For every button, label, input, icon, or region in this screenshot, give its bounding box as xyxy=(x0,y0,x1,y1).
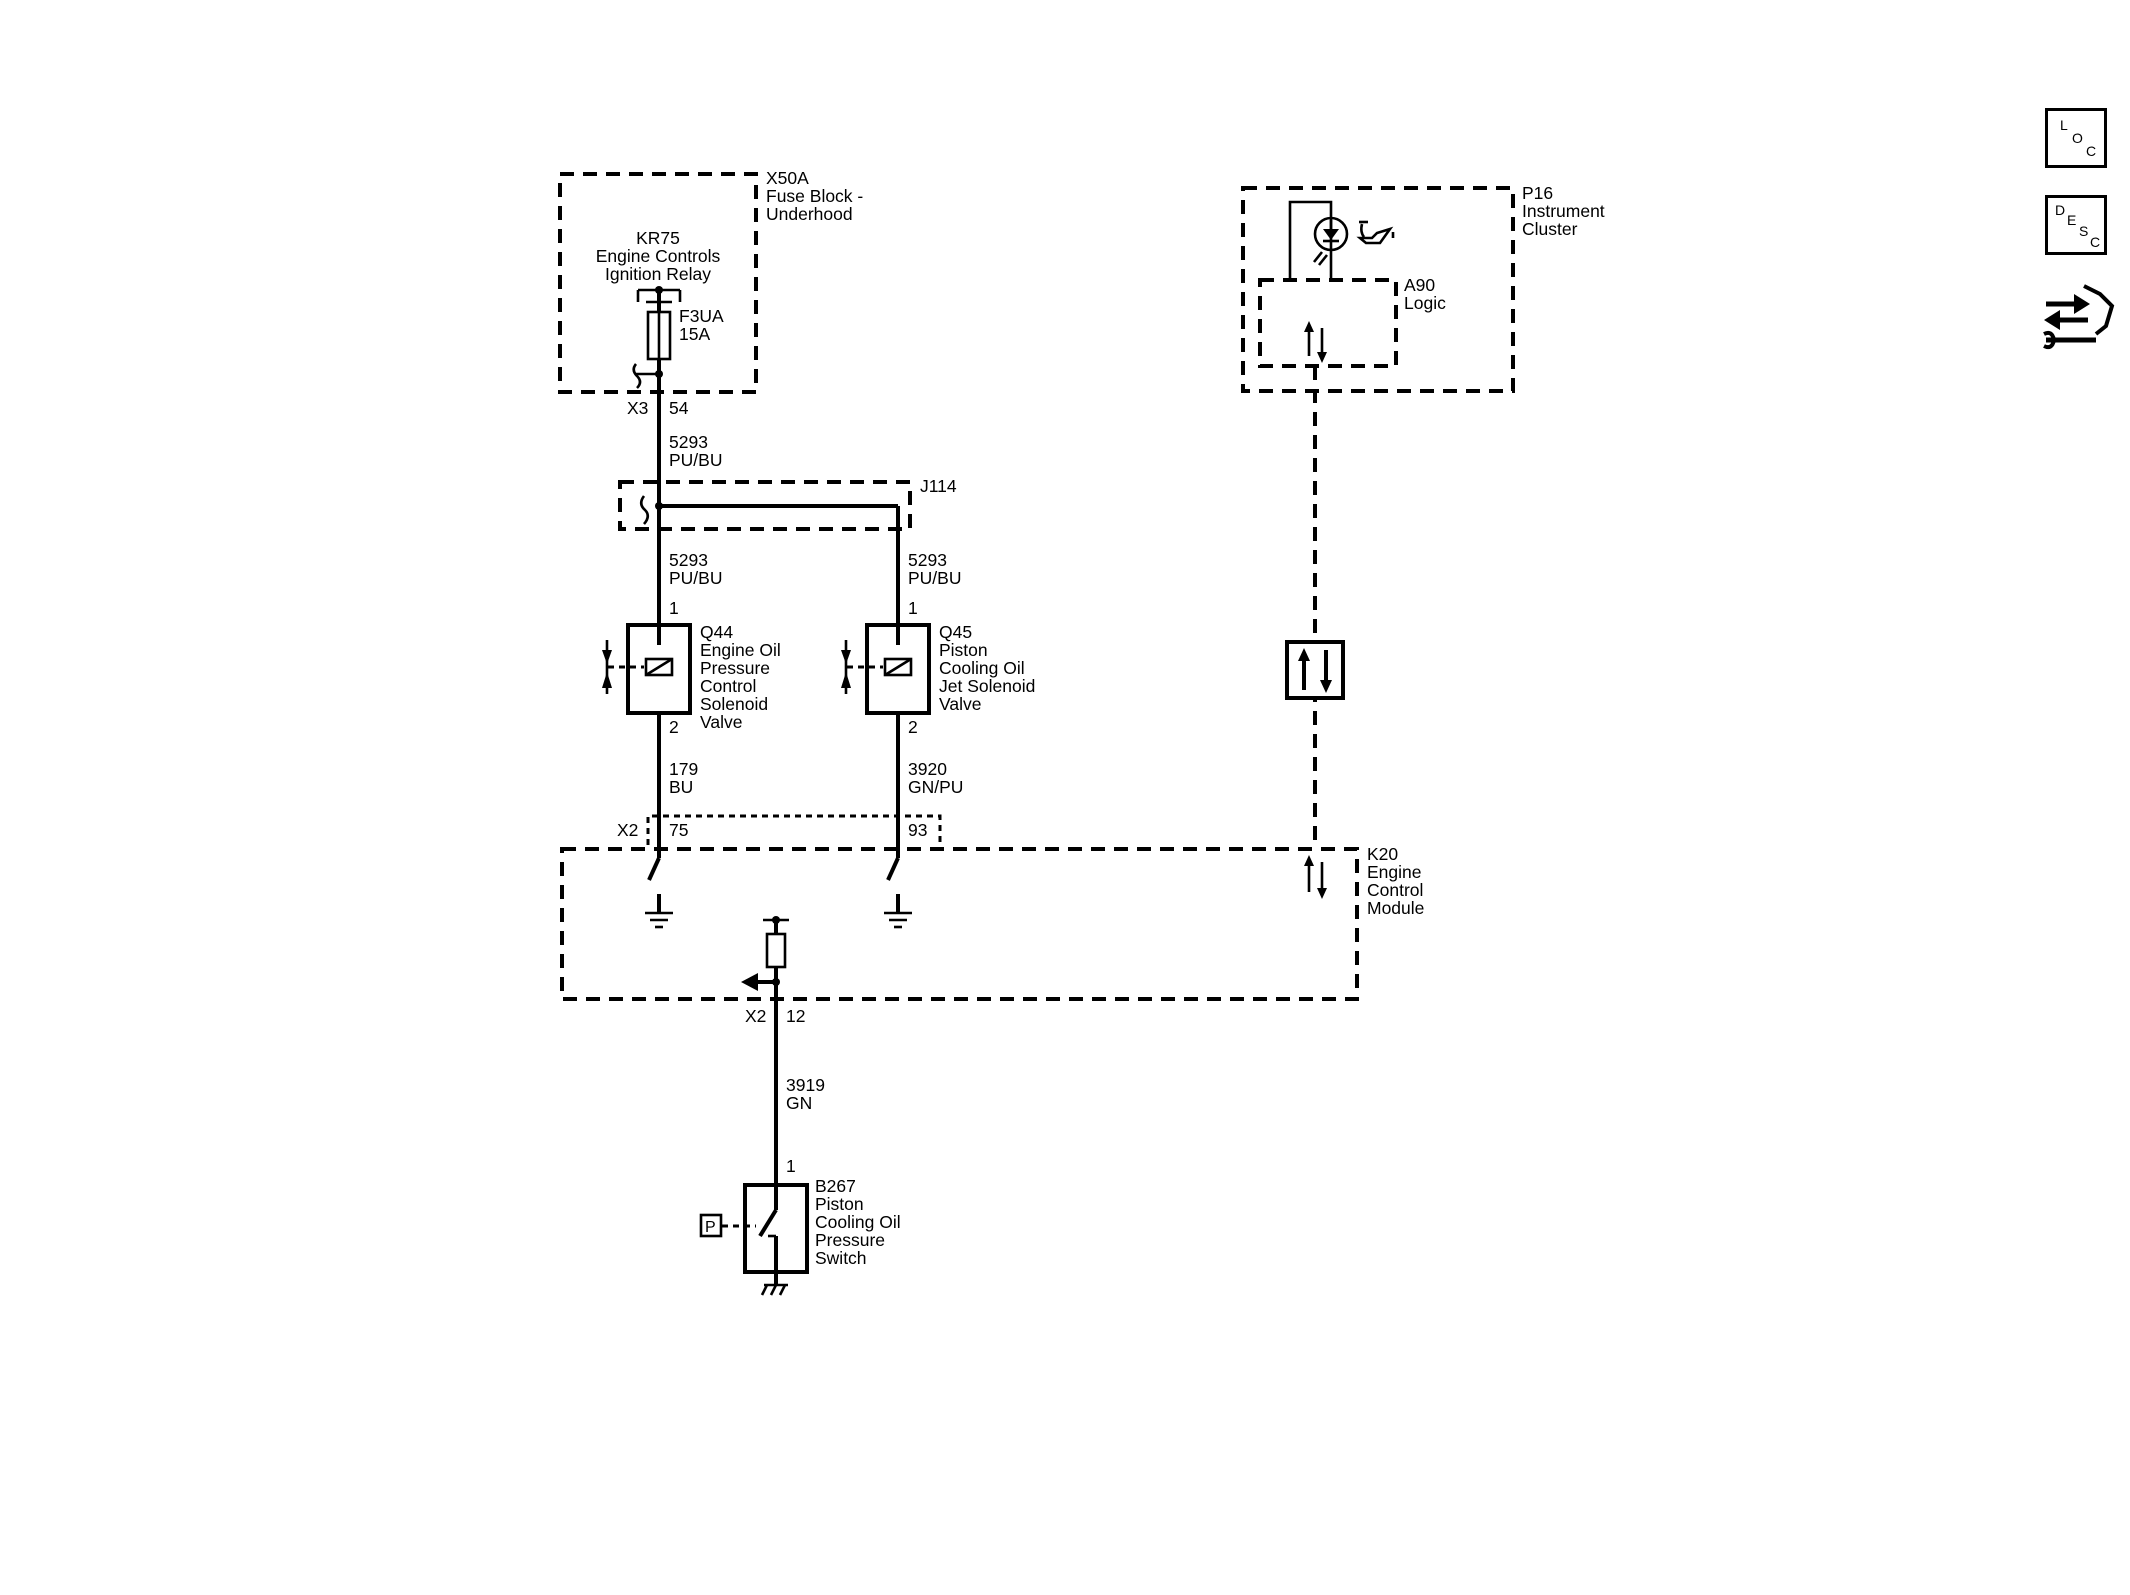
b267-chassis-ground xyxy=(760,1283,788,1296)
x50a-id: X50A xyxy=(766,168,809,188)
x2-bottom-pin-12: 12 xyxy=(786,1006,805,1026)
q44-pin-in: 1 xyxy=(669,598,679,618)
desc-letter-c: C xyxy=(2090,234,2101,250)
q45-low-side-driver-ground xyxy=(884,857,912,929)
j114-id: J114 xyxy=(920,476,957,496)
f3ua-id: F3UA xyxy=(679,306,724,326)
b267-desc-line3: Pressure xyxy=(815,1230,885,1250)
j114-splice-outline xyxy=(618,480,912,531)
q45-desc-line3: Jet Solenoid xyxy=(939,676,1035,696)
q44-id: Q44 xyxy=(700,622,733,642)
desc-letter-d: D xyxy=(2055,202,2066,218)
b267-pressure-sensor-symbol: P xyxy=(705,1219,716,1236)
a90-logic-outline xyxy=(1258,278,1398,368)
b267-pin: 1 xyxy=(786,1156,796,1176)
p16-name-line1: Instrument xyxy=(1522,201,1605,221)
a90-name: Logic xyxy=(1404,293,1446,313)
kr75-name-line1: Engine Controls xyxy=(596,246,721,266)
desc-button[interactable]: D E S C xyxy=(2045,195,2107,255)
loc-letter-c: C xyxy=(2086,143,2097,159)
x3-connector-id: X3 xyxy=(627,398,648,418)
q45-desc-line2: Cooling Oil xyxy=(939,658,1025,678)
q44-low-side-driver-ground xyxy=(645,857,673,929)
q44-desc-line2: Pressure xyxy=(700,658,770,678)
a90-serial-data-arrows xyxy=(1304,321,1327,363)
x50a-name-line2: Underhood xyxy=(766,204,853,224)
loc-button[interactable]: L O C xyxy=(2045,108,2107,168)
x2-top-pin-93: 93 xyxy=(908,820,927,840)
b267-id: B267 xyxy=(815,1176,856,1196)
wire-5293-top-circuit: 5293 xyxy=(669,432,708,452)
k20-name-line2: Control xyxy=(1367,880,1423,900)
wire-3919-circuit: 3919 xyxy=(786,1075,825,1095)
x2-top-connector-id: X2 xyxy=(617,820,638,840)
wire-3920-color: GN/PU xyxy=(908,777,963,797)
q44-desc-line3: Control xyxy=(700,676,756,696)
k20-name-line3: Module xyxy=(1367,898,1424,918)
loc-letter-l: L xyxy=(2060,117,2068,133)
q45-desc-line1: Piston xyxy=(939,640,988,660)
kr75-id: KR75 xyxy=(636,228,680,248)
q45-pin-in: 1 xyxy=(908,598,918,618)
wire-179-color: BU xyxy=(669,777,693,797)
wire-q44-in-color: PU/BU xyxy=(669,568,722,588)
q44-desc-line5: Valve xyxy=(700,712,742,732)
x2-top-connector-outline xyxy=(646,814,942,845)
wire-3919-color: GN xyxy=(786,1093,812,1113)
kr75-name-line2: Ignition Relay xyxy=(605,264,711,284)
connector-repair-icon[interactable] xyxy=(2040,278,2115,353)
desc-letter-e: E xyxy=(2067,212,2077,228)
x50a-name-line1: Fuse Block - xyxy=(766,186,863,206)
p16-instrument-cluster-outline xyxy=(1241,186,1515,393)
q45-id: Q45 xyxy=(939,622,972,642)
b267-pull-up-resistor-input xyxy=(741,916,789,991)
f3ua-rating: 15A xyxy=(679,324,710,344)
serial-data-symbol xyxy=(1285,640,1345,700)
k20-name-line1: Engine xyxy=(1367,862,1422,882)
k20-engine-control-module-outline xyxy=(560,847,1359,1001)
x3-connector-symbol xyxy=(632,363,659,389)
loc-letter-o: O xyxy=(2072,130,2083,146)
b267-desc-line2: Cooling Oil xyxy=(815,1212,901,1232)
k20-id: K20 xyxy=(1367,844,1398,864)
oil-pressure-indicator-lamp xyxy=(1288,200,1349,278)
wire-3920-circuit: 3920 xyxy=(908,759,947,779)
x3-pin: 54 xyxy=(669,398,689,418)
q44-desc-line4: Solenoid xyxy=(700,694,768,714)
p16-name-line2: Cluster xyxy=(1522,219,1578,239)
p16-id: P16 xyxy=(1522,183,1553,203)
wire-5293-top-color: PU/BU xyxy=(669,450,722,470)
q44-pin-out: 2 xyxy=(669,717,679,737)
wire-179-circuit: 179 xyxy=(669,759,698,779)
oil-can-icon xyxy=(1356,220,1395,245)
a90-id: A90 xyxy=(1404,275,1435,295)
x2-top-pin-75: 75 xyxy=(669,820,688,840)
q44-desc-line1: Engine Oil xyxy=(700,640,781,660)
q45-desc-line4: Valve xyxy=(939,694,981,714)
wire-q45-in-circuit: 5293 xyxy=(908,550,947,570)
wire-q44-in-circuit: 5293 xyxy=(669,550,708,570)
desc-letter-s: S xyxy=(2079,223,2089,239)
wire-q45-in-color: PU/BU xyxy=(908,568,961,588)
b267-desc-line1: Piston xyxy=(815,1194,864,1214)
x2-bottom-connector-id: X2 xyxy=(745,1006,766,1026)
q45-pin-out: 2 xyxy=(908,717,918,737)
b267-desc-line4: Switch xyxy=(815,1248,867,1268)
k20-serial-data-arrows xyxy=(1304,855,1327,899)
